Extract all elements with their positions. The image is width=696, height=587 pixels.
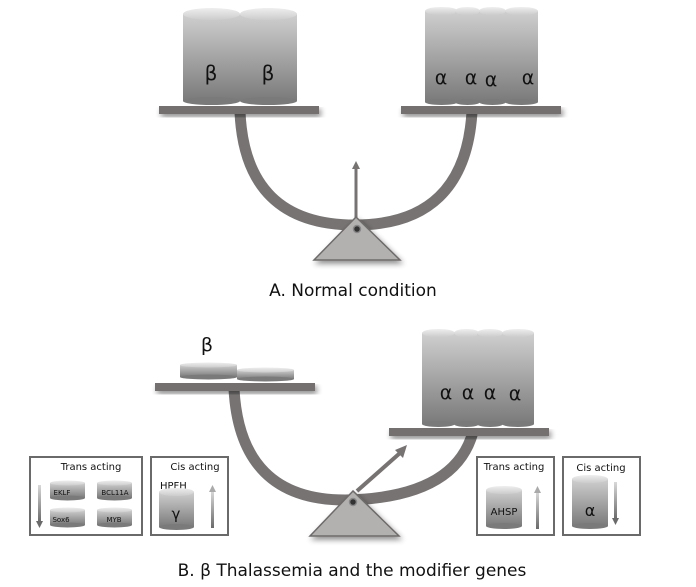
alpha-cylinder: α (477, 329, 503, 427)
svg-text:Trans acting: Trans acting (483, 462, 545, 473)
svg-text:BCL11A: BCL11A (101, 489, 128, 497)
arrow-down-icon (612, 482, 619, 525)
svg-text:α: α (440, 382, 453, 404)
alpha-cylinder: α (422, 329, 455, 427)
gene-bcl11a: BCL11A (97, 480, 132, 501)
gene-sox6: Sox6 (50, 507, 85, 528)
beta-cylinder: β (183, 8, 240, 105)
arrow-down-icon (36, 485, 43, 528)
gene-alpha: α (572, 475, 608, 529)
cis-acting-box-gamma: Cis acting HPFH γ (150, 456, 229, 536)
beta-disc (180, 362, 237, 380)
right-pan (389, 428, 549, 436)
gene-myb: MYB (97, 507, 132, 528)
arrow-up-icon (209, 485, 216, 528)
alpha-cylinder: α (479, 7, 506, 105)
svg-text:Cis acting: Cis acting (576, 463, 625, 474)
fulcrum-triangle (312, 215, 402, 261)
svg-text:α: α (435, 67, 448, 89)
svg-text:Trans acting: Trans acting (60, 462, 122, 473)
right-pan (401, 106, 561, 114)
cis-acting-box-alpha: Cis acting α (562, 456, 641, 536)
svg-text:α: α (465, 67, 478, 89)
arrow-up-icon (352, 161, 360, 222)
panel-b: β α α α (29, 329, 641, 581)
panel-b-caption: B. β Thalassemia and the modifier genes (178, 561, 527, 581)
svg-text:Cis acting: Cis acting (170, 462, 219, 473)
trans-acting-box-alpha: Trans acting AHSP (476, 456, 555, 536)
svg-text:Sox6: Sox6 (52, 516, 70, 524)
alpha-cylinder: α (502, 329, 534, 427)
alpha-cylinder: α (455, 7, 480, 105)
alpha-cylinder: α (454, 329, 479, 427)
beta-cylinder: β (240, 8, 297, 105)
gene-gamma: γ (159, 488, 194, 530)
arrow-up-icon (534, 486, 541, 529)
svg-text:β: β (205, 61, 218, 85)
svg-text:α: α (585, 501, 596, 520)
gene-eklf: EKLF (50, 480, 85, 501)
svg-text:HPFH: HPFH (160, 481, 187, 492)
left-pan (155, 383, 315, 391)
beta-label: β (201, 334, 213, 356)
alpha-cylinder: α (425, 7, 458, 105)
svg-text:EKLF: EKLF (54, 489, 71, 497)
svg-text:α: α (509, 383, 522, 405)
beta-disc (237, 367, 294, 382)
svg-text:γ: γ (172, 505, 181, 523)
svg-text:α: α (462, 382, 475, 404)
trans-acting-box-beta: Trans acting EKLF BCL11A Sox (29, 456, 143, 536)
panel-a: β β α α α (159, 7, 561, 301)
fulcrum-triangle (308, 489, 401, 537)
svg-text:α: α (484, 382, 497, 404)
arrow-up-right-icon (355, 445, 407, 493)
svg-text:β: β (262, 61, 275, 85)
left-pan (159, 106, 319, 114)
gene-ahsp: AHSP (486, 486, 522, 529)
alpha-cylinder: α (505, 7, 538, 105)
svg-text:α: α (522, 67, 535, 89)
svg-text:AHSP: AHSP (491, 507, 518, 518)
panel-a-caption: A. Normal condition (269, 281, 437, 301)
svg-text:α: α (485, 69, 498, 91)
svg-text:MYB: MYB (106, 516, 121, 524)
